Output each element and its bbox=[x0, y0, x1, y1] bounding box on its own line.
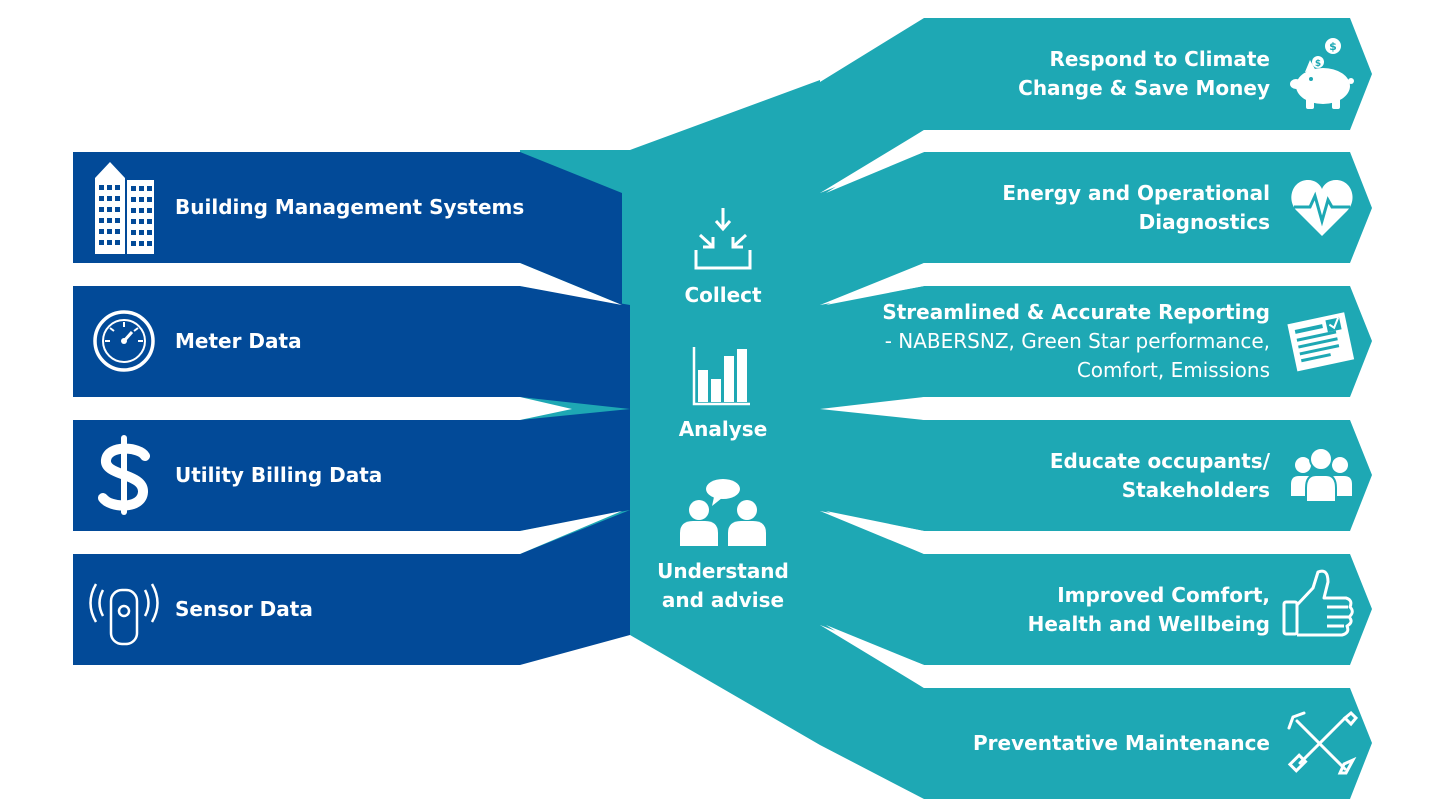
outcome-3-line1: Streamlined & Accurate Reporting bbox=[882, 300, 1270, 324]
outcome-arrow-2 bbox=[820, 152, 1372, 305]
outcome-2-line1: Energy and Operational bbox=[1002, 181, 1270, 205]
input-label-sensor: Sensor Data bbox=[175, 597, 313, 621]
outcome-3-line3: Comfort, Emissions bbox=[1076, 358, 1270, 382]
svg-text:$: $ bbox=[1315, 59, 1321, 69]
outcome-arrow-5 bbox=[820, 511, 1372, 665]
svg-text:$: $ bbox=[1329, 40, 1337, 53]
right-gap-5 bbox=[826, 625, 924, 688]
dollar-icon bbox=[98, 435, 150, 515]
outcome-arrow-6 bbox=[820, 625, 1372, 799]
left-gap-1 bbox=[520, 263, 622, 305]
outcome-1-line2: Change & Save Money bbox=[1018, 76, 1270, 100]
outcome-1-line1: Respond to Climate bbox=[1049, 47, 1270, 71]
outcome-arrow-1 bbox=[820, 18, 1372, 193]
input-label-billing: Utility Billing Data bbox=[175, 463, 383, 487]
outcome-5-line2: Health and Wellbeing bbox=[1027, 612, 1270, 636]
right-gap-1 bbox=[826, 130, 924, 193]
outcome-4-line1: Educate occupants/ bbox=[1049, 449, 1270, 473]
step-analyse-label: Analyse bbox=[678, 417, 768, 441]
outcome-arrow-3 bbox=[820, 286, 1372, 409]
input-label-building: Building Management Systems bbox=[175, 195, 525, 219]
report-icon bbox=[1287, 312, 1355, 372]
sensor-icon bbox=[89, 583, 159, 646]
input-arrow-building bbox=[73, 152, 622, 305]
bar-chart-icon bbox=[692, 347, 750, 406]
people-speech-icon bbox=[680, 479, 766, 546]
outcome-label-2: Energy and Operational Diagnostics bbox=[1002, 179, 1270, 237]
outcome-arrow-4 bbox=[820, 409, 1372, 531]
outcome-label-1: Respond to Climate Change & Save Money bbox=[1018, 45, 1270, 103]
thumbs-up-icon bbox=[1282, 569, 1354, 637]
outcome-label-4: Educate occupants/ Stakeholders bbox=[1050, 447, 1270, 505]
outcome-label-5: Improved Comfort, Health and Wellbeing bbox=[1028, 581, 1270, 639]
input-arrow-meter bbox=[73, 286, 630, 409]
right-gap-4 bbox=[826, 511, 924, 554]
right-gap-2 bbox=[826, 263, 924, 305]
outcome-5-line1: Improved Comfort, bbox=[1057, 583, 1270, 607]
outcome-label-3: Streamlined & Accurate Reporting - NABER… bbox=[882, 298, 1270, 385]
step-collect-label: Collect bbox=[684, 283, 762, 307]
outcome-4-line2: Stakeholders bbox=[1121, 478, 1270, 502]
left-gap-2 bbox=[520, 397, 572, 420]
step-advise-label: and advise bbox=[661, 588, 785, 612]
collect-icon bbox=[694, 208, 752, 270]
gauge-icon bbox=[93, 310, 155, 372]
outcome-label-6: Preventative Maintenance bbox=[973, 729, 1270, 758]
outcome-3-line2: - NABERSNZ, Green Star performance, bbox=[884, 329, 1270, 353]
step-understand-label: Understand bbox=[657, 559, 789, 583]
piggy-bank-icon: $ $ bbox=[1290, 38, 1354, 109]
input-arrow-sensor bbox=[73, 510, 630, 665]
right-gap-3 bbox=[874, 397, 924, 420]
left-gap-3 bbox=[520, 511, 622, 554]
tools-icon bbox=[1287, 710, 1359, 775]
input-label-meter: Meter Data bbox=[175, 329, 302, 353]
input-arrow-billing bbox=[73, 409, 630, 531]
building-icon bbox=[95, 162, 154, 254]
outcome-2-line2: Diagnostics bbox=[1138, 210, 1270, 234]
group-icon bbox=[1291, 447, 1352, 503]
outcome-6-line1: Preventative Maintenance bbox=[973, 731, 1270, 755]
heart-pulse-icon bbox=[1291, 180, 1353, 236]
